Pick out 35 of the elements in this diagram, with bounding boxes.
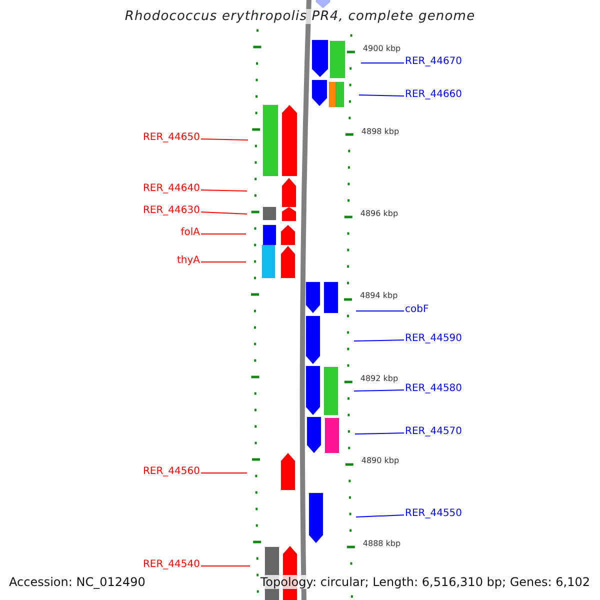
gene-label: cobF xyxy=(405,304,429,316)
gene-label: thyA xyxy=(176,255,200,267)
scale-label: 4890 kbp xyxy=(361,456,400,465)
leader-line xyxy=(200,472,248,474)
scale-label: 4892 kbp xyxy=(360,374,398,383)
gene-label: RER_44570 xyxy=(405,426,462,438)
scale-label: 4898 kbp xyxy=(361,127,400,136)
gene-label: RER_44540 xyxy=(142,559,200,571)
leader-line xyxy=(354,340,404,342)
scale-label: 4896 kbp xyxy=(360,209,398,218)
genome-summary: Topology: circular; Length: 6,516,310 bp; Genes: 6,102 xyxy=(259,575,591,589)
gene-label: RER_44560 xyxy=(142,466,200,478)
leader-line xyxy=(200,138,248,140)
gene-label: RER_44630 xyxy=(142,205,200,217)
title: Rhodococcus erythropolis PR4, complete genome xyxy=(122,9,478,24)
leader-line xyxy=(356,514,404,518)
leader-line xyxy=(358,94,404,96)
leader-line xyxy=(200,190,248,192)
scale-label: 4900 kbp xyxy=(362,44,401,53)
gene-label: RER_44590 xyxy=(405,333,462,345)
scale-label: 4894 kbp xyxy=(360,291,398,300)
gene-label: RER_44670 xyxy=(405,56,462,68)
leader-line xyxy=(356,310,404,312)
leader-line xyxy=(200,212,248,214)
leader-line xyxy=(354,432,404,434)
accession-note: Accession: NC_012490 xyxy=(8,575,146,589)
gene-label: RER_44640 xyxy=(142,183,200,195)
leader-line xyxy=(354,390,404,392)
gene-label: RER_44580 xyxy=(405,383,462,395)
gene-label: folA xyxy=(180,227,200,239)
gene-label: RER_44650 xyxy=(142,132,200,144)
scale-label: 4888 kbp xyxy=(362,539,401,548)
gene-label: RER_44660 xyxy=(405,89,462,101)
gene-label: RER_44550 xyxy=(405,508,462,520)
leader-line xyxy=(360,62,404,64)
